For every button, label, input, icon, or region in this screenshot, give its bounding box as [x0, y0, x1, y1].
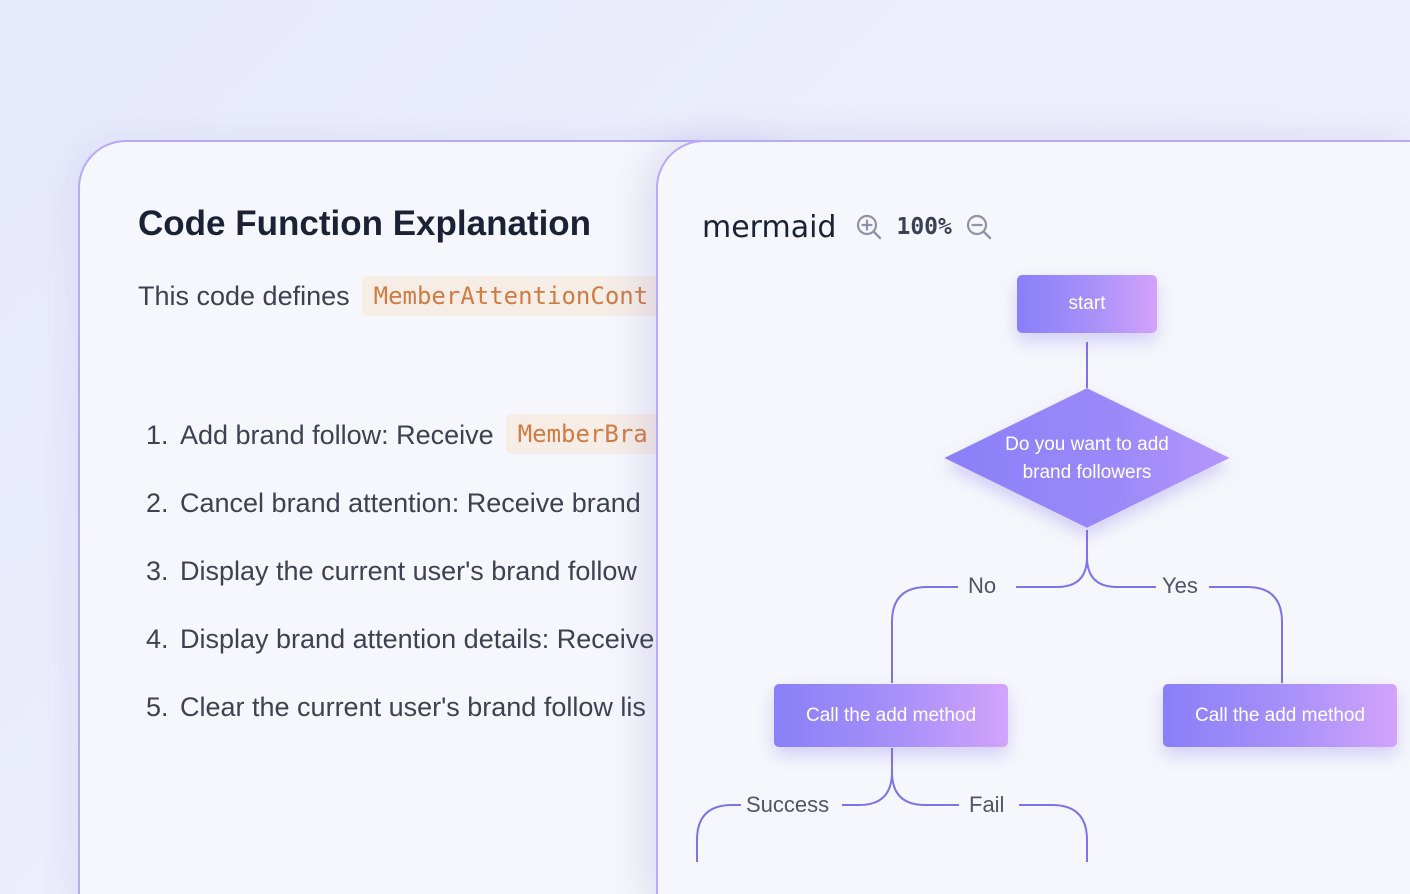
- connector-no-branch: [891, 586, 958, 683]
- connector-success-branch: [696, 804, 741, 862]
- edge-label-success: Success: [746, 792, 830, 817]
- edge-label-no: No: [968, 573, 997, 598]
- connector-left-action-down: [842, 748, 893, 806]
- decision-diamond: [942, 387, 1232, 529]
- list-item: 1. Add brand follow: Receive MemberBra: [146, 414, 660, 488]
- zoom-in-icon[interactable]: [854, 212, 884, 242]
- intro-text: This code defines: [138, 280, 350, 311]
- start-node: start: [1017, 275, 1157, 333]
- step-text: Display brand attention details: Receive: [180, 624, 655, 654]
- diagram-toolbar: mermaid 100%: [702, 202, 994, 252]
- connector-decision-to-yes: [1086, 556, 1156, 588]
- step-number: 4.: [146, 624, 169, 654]
- connector-fail-join: [891, 771, 959, 806]
- step-text: Clear the current user's brand follow li…: [180, 692, 646, 722]
- step-number: 3.: [146, 556, 169, 586]
- list-item: 3. Display the current user's brand foll…: [146, 556, 660, 624]
- diagram-title: mermaid: [702, 209, 837, 245]
- step-text: Add brand follow: Receive: [180, 420, 494, 450]
- start-node-label: start: [1068, 293, 1106, 314]
- list-item: 4. Display brand attention details: Rece…: [146, 624, 660, 692]
- left-action-node: Call the add method: [774, 684, 1008, 747]
- right-action-node: Call the add method: [1163, 684, 1397, 747]
- step-number: 5.: [146, 692, 169, 722]
- left-action-label: Call the add method: [805, 704, 977, 726]
- flowchart-canvas: [696, 342, 1283, 862]
- list-item: 2. Cancel brand attention: Receive brand: [146, 488, 660, 556]
- step-number: 2.: [146, 488, 169, 518]
- right-action-label: Call the add method: [1194, 704, 1366, 726]
- connector-decision-to-no: [1016, 530, 1088, 588]
- intro-line: This code defines MemberAttentionCont: [138, 276, 661, 316]
- step-text: Display the current user's brand follow: [180, 556, 637, 586]
- decision-node-label: Do you want to add brand followers: [967, 431, 1207, 487]
- edge-label-fail: Fail: [969, 792, 1005, 817]
- diagram-panel: mermaid 100%: [656, 140, 1410, 894]
- steps-list: 1. Add brand follow: Receive MemberBra 2…: [146, 414, 660, 760]
- step-code-chip: MemberBra: [505, 414, 660, 454]
- step-number: 1.: [146, 420, 169, 450]
- step-text: Cancel brand attention: Receive brand: [180, 488, 641, 518]
- decision-line-2: brand followers: [1022, 462, 1152, 483]
- intro-code-chip: MemberAttentionCont: [361, 276, 661, 316]
- list-item: 5. Clear the current user's brand follow…: [146, 692, 660, 760]
- connector-fail-branch: [1019, 804, 1088, 862]
- zoom-level: 100%: [896, 214, 952, 240]
- edge-label-yes: Yes: [1162, 573, 1198, 598]
- explanation-title: Code Function Explanation: [138, 204, 592, 243]
- decision-line-1: Do you want to add: [1005, 434, 1169, 455]
- zoom-out-icon[interactable]: [964, 212, 994, 242]
- connector-yes-branch: [1209, 586, 1283, 683]
